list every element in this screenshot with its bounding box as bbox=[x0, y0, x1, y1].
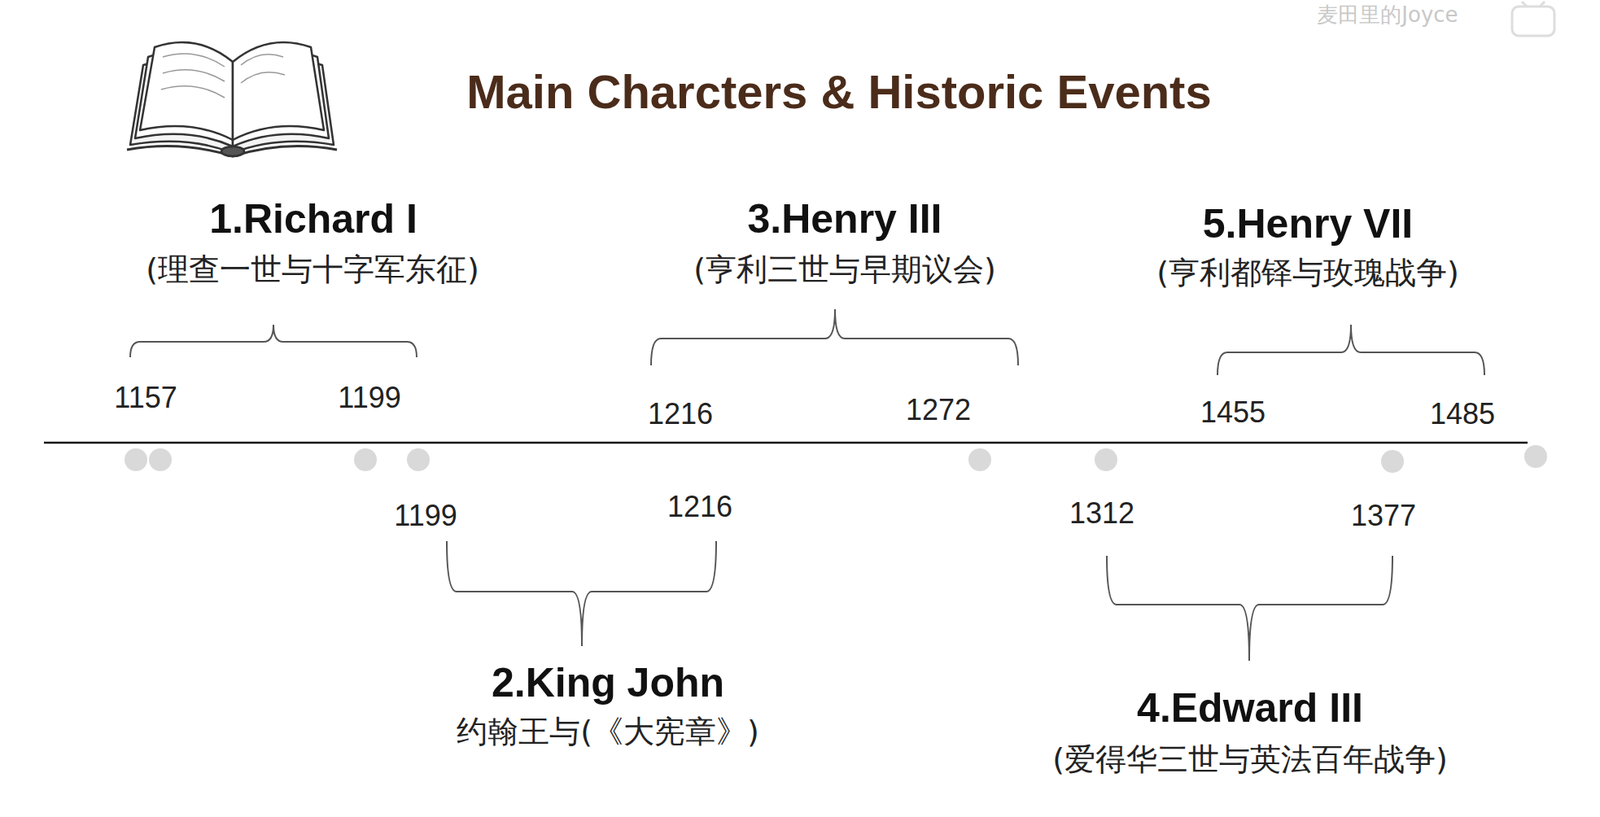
year-label: 1216 bbox=[667, 489, 733, 524]
year-label: 1485 bbox=[1429, 397, 1496, 431]
bracket bbox=[1217, 324, 1485, 376]
timeline-axis bbox=[43, 441, 1528, 445]
year-label: 1455 bbox=[1200, 395, 1266, 429]
event-subtitle: (亨利三世与早期议会) bbox=[693, 252, 997, 289]
year-label: 1199 bbox=[337, 380, 401, 415]
event-subtitle: 约翰王与(《大宪章》) bbox=[456, 714, 760, 751]
year-label: 1312 bbox=[1069, 496, 1135, 530]
bracket bbox=[1106, 555, 1393, 661]
year-label: 1157 bbox=[113, 380, 177, 415]
king-heading: 1.Richard I bbox=[209, 196, 418, 244]
watermark: 麦田里的Joyce bbox=[1316, 3, 1458, 28]
bracket bbox=[446, 541, 717, 647]
king-heading: 2.King John bbox=[491, 660, 725, 708]
event-subtitle: (爱得华三世与英法百年战争) bbox=[1052, 742, 1448, 779]
king-heading: 5.Henry VII bbox=[1202, 201, 1413, 249]
book-icon bbox=[126, 42, 337, 157]
event-subtitle: (亨利都铎与玫瑰战争) bbox=[1156, 255, 1460, 292]
bracket bbox=[651, 309, 1019, 366]
brackets bbox=[130, 309, 1485, 661]
year-label: 1216 bbox=[647, 397, 713, 431]
bracket bbox=[130, 324, 417, 358]
bilibili-logo bbox=[1512, 1, 1555, 36]
king-heading: 3.Henry III bbox=[747, 196, 943, 244]
king-heading: 4.Edward III bbox=[1136, 685, 1364, 733]
year-label: 1377 bbox=[1350, 498, 1417, 533]
event-subtitle: (理查一世与十字军东征) bbox=[145, 252, 480, 289]
diagram-title: Main Charcters & Historic Events bbox=[466, 65, 1211, 120]
timeline-dots bbox=[124, 445, 1548, 473]
year-label: 1272 bbox=[905, 393, 971, 427]
year-label: 1199 bbox=[393, 498, 457, 533]
